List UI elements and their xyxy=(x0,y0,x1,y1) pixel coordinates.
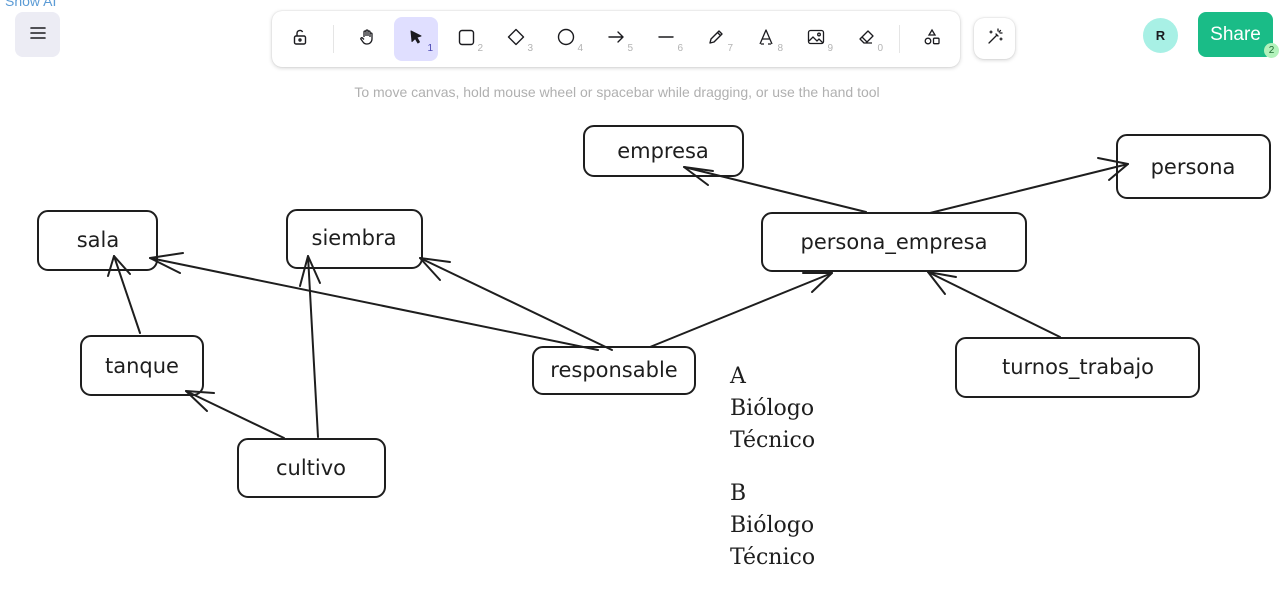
arrow-cultivo-to-siembra[interactable] xyxy=(299,255,321,438)
node-box-sala[interactable] xyxy=(37,210,158,271)
node-label-persona: persona xyxy=(1151,155,1236,179)
tool-eraser[interactable]: 0 xyxy=(844,17,888,61)
eraser-icon xyxy=(857,28,875,50)
tool-key: 5 xyxy=(627,43,633,54)
node-label-responsable: responsable xyxy=(550,358,677,382)
tool-text[interactable]: 8 xyxy=(744,17,788,61)
ellipse-icon xyxy=(557,28,575,50)
arrow-persona-empresa-to-empresa[interactable] xyxy=(683,166,867,213)
arrow-right-icon xyxy=(607,28,625,50)
tool-key: 1 xyxy=(427,43,433,54)
shapes-icon xyxy=(923,28,941,50)
arrow-responsable-to-siembra[interactable] xyxy=(419,257,613,351)
text-icon xyxy=(757,28,775,50)
node-label-tanque: tanque xyxy=(105,354,179,378)
tool-selection[interactable]: 1 xyxy=(394,17,438,61)
rectangle-icon xyxy=(458,29,475,50)
node-box-empresa[interactable] xyxy=(583,125,744,177)
show-ai-link[interactable]: Show AI xyxy=(5,0,57,9)
hand-icon xyxy=(358,28,376,50)
pencil-icon xyxy=(707,28,725,50)
arrow-responsable-to-persona-empresa[interactable] xyxy=(649,272,833,348)
magic-tools-button[interactable] xyxy=(974,18,1015,59)
tool-key: 2 xyxy=(477,43,483,54)
main-menu-button[interactable] xyxy=(15,12,60,57)
canvas-hint: To move canvas, hold mouse wheel or spac… xyxy=(354,84,880,100)
tool-key: 8 xyxy=(777,43,783,54)
tool-key: 0 xyxy=(877,43,883,54)
tool-hand[interactable] xyxy=(345,17,389,61)
node-box-persona-empresa[interactable] xyxy=(761,212,1027,272)
node-box-cultivo[interactable] xyxy=(237,438,386,498)
node-box-persona[interactable] xyxy=(1116,134,1271,199)
node-box-turnos-trabajo[interactable] xyxy=(955,337,1200,398)
note-b-line: Biólogo xyxy=(730,513,814,538)
user-avatar[interactable]: R xyxy=(1143,18,1178,53)
tool-lock[interactable] xyxy=(278,17,322,61)
share-button[interactable]: Share xyxy=(1198,12,1273,57)
tool-image[interactable]: 9 xyxy=(794,17,838,61)
tool-diamond[interactable]: 3 xyxy=(494,17,538,61)
tool-arrow[interactable]: 5 xyxy=(594,17,638,61)
note-a-line: A xyxy=(729,364,747,389)
image-icon xyxy=(807,28,825,50)
arrow-turnos-to-persona-empresa[interactable] xyxy=(927,271,1061,338)
tools-toolbar: 1 2 3 4 5 6 7 xyxy=(272,11,960,67)
node-box-siembra[interactable] xyxy=(286,209,423,269)
tool-more-shapes[interactable] xyxy=(910,17,954,61)
unlock-icon xyxy=(291,28,309,50)
diamond-icon xyxy=(507,28,525,50)
tool-key: 7 xyxy=(727,43,733,54)
node-label-siembra: siembra xyxy=(312,226,397,250)
node-label-cultivo: cultivo xyxy=(276,456,346,480)
arrow-persona-empresa-to-persona[interactable] xyxy=(929,157,1129,214)
tool-key: 6 xyxy=(677,43,683,54)
line-icon xyxy=(657,28,675,50)
arrow-cultivo-to-tanque[interactable] xyxy=(185,390,285,439)
node-label-sala: sala xyxy=(77,228,120,252)
node-box-tanque[interactable] xyxy=(80,335,204,396)
hamburger-icon xyxy=(29,25,46,44)
node-label-persona-empresa: persona_empresa xyxy=(801,230,988,255)
node-box-responsable[interactable] xyxy=(532,346,696,395)
note-b-line: B xyxy=(730,481,746,506)
tool-rectangle[interactable]: 2 xyxy=(444,17,488,61)
tool-line[interactable]: 6 xyxy=(644,17,688,61)
text-note-b[interactable]: B Biólogo Técnico xyxy=(730,481,815,570)
tool-key: 3 xyxy=(527,43,533,54)
tool-key: 9 xyxy=(827,43,833,54)
note-a-line: Biólogo xyxy=(730,396,814,421)
tool-ellipse[interactable]: 4 xyxy=(544,17,588,61)
arrow-responsable-to-sala[interactable] xyxy=(149,252,599,351)
pointer-icon xyxy=(408,29,424,49)
note-a-line: Técnico xyxy=(730,428,815,453)
text-note-a[interactable]: A Biólogo Técnico xyxy=(729,364,815,453)
arrow-tanque-to-sala[interactable] xyxy=(107,255,141,334)
tool-key: 4 xyxy=(577,43,583,54)
node-label-turnos-trabajo: turnos_trabajo xyxy=(1002,355,1154,380)
tool-draw[interactable]: 7 xyxy=(694,17,738,61)
node-label-empresa: empresa xyxy=(617,139,709,163)
collaborators-badge: 2 xyxy=(1264,43,1279,58)
magic-wand-icon xyxy=(985,27,1005,51)
note-b-line: Técnico xyxy=(730,545,815,570)
